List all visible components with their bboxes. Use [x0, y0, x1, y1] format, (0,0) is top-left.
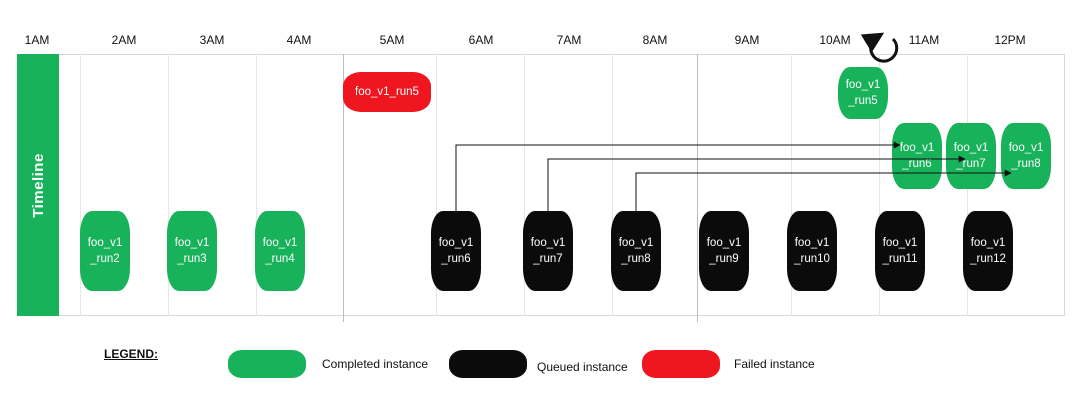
run-node-foo_v1_run6-completed[interactable]: foo_v1 _run6: [892, 123, 942, 189]
gridline: [168, 54, 169, 316]
run-node-foo_v1_run12-queued[interactable]: foo_v1 _run12: [963, 211, 1013, 291]
run-node-foo_v1_run10-queued[interactable]: foo_v1 _run10: [787, 211, 837, 291]
hour-label-12pm: 12PM: [994, 33, 1026, 47]
run-node-foo_v1_run9-queued[interactable]: foo_v1 _run9: [699, 211, 749, 291]
run-node-foo_v1_run6-queued[interactable]: foo_v1 _run6: [431, 211, 481, 291]
hour-label-10am: 10AM: [819, 33, 851, 47]
gridline: [256, 54, 257, 316]
run-node-foo_v1_run8-queued[interactable]: foo_v1 _run8: [611, 211, 661, 291]
run-node-foo_v1_run5-failed[interactable]: foo_v1_run5: [343, 72, 431, 112]
run-node-foo_v1_run4-completed[interactable]: foo_v1 _run4: [255, 211, 305, 291]
hour-label-8am: 8AM: [642, 33, 668, 47]
hour-label-2am: 2AM: [111, 33, 137, 47]
hour-label-6am: 6AM: [468, 33, 494, 47]
run-node-foo_v1_run11-queued[interactable]: foo_v1 _run11: [875, 211, 925, 291]
gridline: [343, 54, 344, 322]
run-node-foo_v1_run8-completed[interactable]: foo_v1 _run8: [1001, 123, 1051, 189]
legend-swatch-failed: [642, 350, 720, 378]
hour-label-1am: 1AM: [24, 33, 50, 47]
legend-label-completed: Completed instance: [322, 357, 429, 371]
rerun-arrow-8: [635, 169, 1012, 211]
legend-swatch-queued: [449, 350, 527, 378]
legend-title: LEGEND:: [104, 347, 158, 361]
hour-label-9am: 9AM: [734, 33, 760, 47]
gridline: [436, 54, 437, 316]
gridline: [697, 54, 698, 322]
gridline: [612, 54, 613, 316]
rerun-arrow-7: [547, 155, 966, 211]
hour-label-3am: 3AM: [199, 33, 225, 47]
run-node-foo_v1_run2-completed[interactable]: foo_v1 _run2: [80, 211, 130, 291]
gridline: [791, 54, 792, 316]
gridline: [524, 54, 525, 316]
rerun-arrow-6: [455, 141, 901, 211]
run-node-foo_v1_run7-queued[interactable]: foo_v1 _run7: [523, 211, 573, 291]
hour-label-11am: 11AM: [908, 33, 940, 47]
hour-label-7am: 7AM: [556, 33, 582, 47]
gridline: [879, 54, 880, 316]
run-node-foo_v1_run3-completed[interactable]: foo_v1 _run3: [167, 211, 217, 291]
hour-label-4am: 4AM: [286, 33, 312, 47]
run-node-foo_v1_run7-completed[interactable]: foo_v1 _run7: [946, 123, 996, 189]
circular-arrow-icon: [860, 32, 899, 63]
timeline-bar: [17, 54, 59, 316]
legend-label-queued: Queued instance: [537, 360, 628, 374]
run-node-foo_v1_run5-completed[interactable]: foo_v1 _run5: [838, 67, 888, 119]
hour-label-5am: 5AM: [379, 33, 405, 47]
gridline: [80, 54, 81, 316]
legend-swatch-completed: [228, 350, 306, 378]
legend-label-failed: Failed instance: [734, 357, 815, 371]
